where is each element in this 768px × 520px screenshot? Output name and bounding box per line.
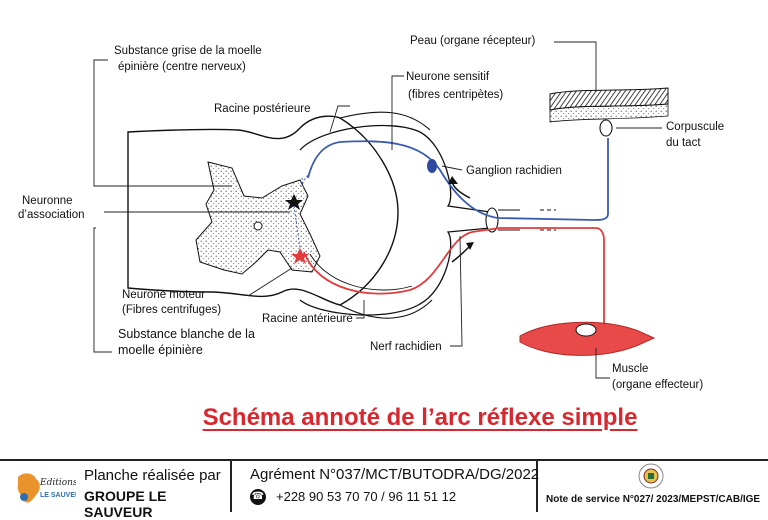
note-de-service: Note de service N°027/ 2023/MEPST/CAB/IG… [546, 494, 761, 505]
svg-text:LE SAUVEUR: LE SAUVEUR [40, 492, 76, 499]
label-neurone-moteur-1: Neurone moteur [122, 289, 205, 301]
muscle [519, 321, 656, 356]
label-neurone-sensitif-1: Neurone sensitif [406, 71, 490, 83]
label-neurone-moteur-2: (Fibres centrifuges) [122, 304, 221, 316]
label-neuronne-1: Neuronne [22, 195, 73, 207]
label-muscle-2: (organe effecteur) [612, 379, 703, 391]
page-title: Schéma annoté de l’arc réflexe simple [202, 404, 638, 431]
association-neuron-icon [285, 194, 303, 210]
motor-neuron-cell-icon [291, 248, 309, 264]
footer-publisher: Editions LE SAUVEUR Planche réalisée par… [0, 461, 232, 520]
footer-note: Note de service N°027/ 2023/MEPST/CAB/IG… [538, 461, 768, 512]
central-canal [253, 221, 263, 231]
label-neuronne-2: d’association [18, 209, 84, 221]
corpuscule-du-tact [599, 119, 613, 137]
label-nerf-rachidien: Nerf rachidien [370, 341, 442, 353]
label-substance-grise-1: Substance grise de la moelle [114, 45, 262, 57]
label-corpuscule-1: Corpuscule [666, 121, 724, 133]
arrow-right-icon [451, 245, 471, 263]
label-ganglion: Ganglion rachidien [466, 165, 562, 177]
label-racine-posterieure: Racine postérieure [214, 103, 311, 115]
label-corpuscule-2: du tact [666, 137, 701, 149]
footer-agrement: Agrément N°037/MCT/BUTODRA/DG/2022 ☎ +22… [232, 461, 540, 512]
label-peau: Peau (organe récepteur) [410, 35, 535, 47]
phone-number: +228 90 53 70 70 / 96 11 51 12 [276, 489, 457, 504]
label-muscle-1: Muscle [612, 363, 648, 375]
label-substance-blanche-1: Substance blanche de la [118, 327, 255, 341]
label-substance-grise-2: épinière (centre nerveux) [118, 61, 246, 73]
group-name: GROUPE LE SAUVEUR [84, 488, 167, 520]
nerve-cut [485, 207, 499, 233]
editions-logo-icon: Editions LE SAUVEUR [17, 473, 76, 503]
label-neurone-sensitif-2: (fibres centripètes) [408, 89, 503, 101]
sensory-neuron [307, 138, 609, 221]
label-substance-blanche-2: moelle épinière [118, 343, 203, 357]
made-by-label: Planche réalisée par [84, 467, 221, 484]
ganglion-rachidien [427, 159, 437, 173]
footer: Editions LE SAUVEUR Planche réalisée par… [0, 459, 768, 520]
agrement-number: Agrément N°037/MCT/BUTODRA/DG/2022 [250, 466, 540, 483]
official-seal-icon [638, 463, 664, 489]
grey-matter [195, 161, 321, 275]
phone-icon: ☎ [250, 489, 266, 505]
skin [549, 87, 669, 137]
spinal-cord [127, 115, 399, 306]
svg-text:Editions: Editions [39, 478, 76, 488]
label-racine-anterieure: Racine antérieure [262, 313, 353, 325]
leader-lines [93, 41, 662, 379]
reflex-arc-diagram: Substance grise de la moelle épinière (c… [18, 35, 724, 391]
